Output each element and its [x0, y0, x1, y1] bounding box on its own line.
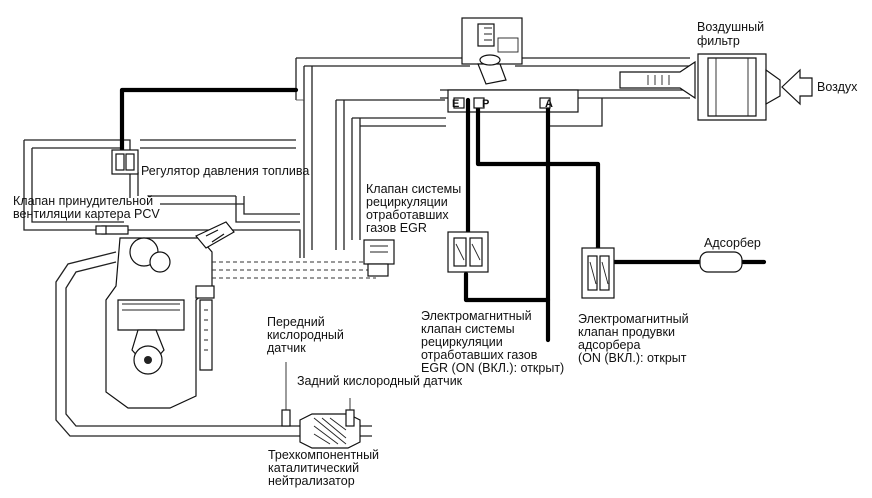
port-a-label: A: [545, 98, 553, 110]
egr-solenoid-hose: [463, 271, 551, 303]
purge-solenoid-valve: [581, 247, 615, 299]
air-filter-label-2: фильтр: [697, 34, 740, 48]
pcv-label-1: Клапан принудительной: [13, 194, 153, 208]
catalyst-label-3: нейтрализатор: [268, 474, 355, 488]
egr-valve-label-4: газов EGR: [366, 221, 427, 235]
engine: [95, 221, 235, 409]
front-o2-label-3: датчик: [267, 341, 306, 355]
front-o2-sensor: [281, 404, 291, 427]
egr-valve: [363, 239, 395, 277]
intake-manifold: [212, 261, 376, 279]
purge-solenoid-label-4: (ON (ВКЛ.): открыт: [578, 351, 687, 365]
vacuum-tubing: [23, 66, 603, 258]
egr-solenoid-valve: [447, 231, 489, 273]
fuel-regulator-hose: [119, 87, 299, 153]
intake-duct: [295, 17, 696, 113]
egr-solenoid-label-5: EGR (ON (ВКЛ.): открыт): [421, 361, 564, 375]
rear-o2-label: Задний кислородный датчик: [297, 374, 463, 388]
egr-solenoid-label-2: клапан системы: [421, 322, 515, 336]
purge-solenoid-label-2: клапан продувки: [578, 325, 675, 339]
egr-valve-label-3: отработавших: [366, 208, 449, 222]
front-o2-label-2: кислородный: [267, 328, 344, 342]
egr-valve-label-2: рециркуляции: [366, 195, 448, 209]
adsorber-label: Адсорбер: [704, 236, 761, 250]
air-filter: [697, 53, 781, 121]
egr-valve-label-1: Клапан системы: [366, 182, 461, 196]
egr-solenoid-label-1: Электромагнитный: [421, 309, 532, 323]
catalyst-label-1: Трехкомпонентный: [268, 448, 379, 462]
port-p-label: P: [482, 98, 489, 110]
air-arrow-icon: [781, 68, 813, 106]
front-o2-label-1: Передний: [267, 315, 325, 329]
purge-solenoid-label-1: Электромагнитный: [578, 312, 689, 326]
rear-o2-sensor: [345, 398, 355, 427]
catalyst-label-2: каталитический: [268, 461, 359, 475]
fuel-regulator-label: Регулятор давления топлива: [141, 164, 309, 178]
port-p-hose: [475, 97, 601, 251]
adsorber-canister: [699, 251, 743, 273]
ports: [453, 97, 551, 109]
fuel-pressure-regulator: [111, 149, 139, 175]
pcv-label-2: вентиляции картера PCV: [13, 207, 160, 221]
catalytic-converter: [299, 413, 361, 449]
air-label: Воздух: [817, 80, 858, 94]
egr-solenoid-label-3: рециркуляции: [421, 335, 503, 349]
exhaust-pipe: [55, 251, 372, 437]
purge-solenoid-label-3: адсорбера: [578, 338, 640, 352]
egr-solenoid-label-4: отработавших газов: [421, 348, 538, 362]
air-filter-label-1: Воздушный: [697, 20, 764, 34]
port-e-label: E: [452, 98, 459, 110]
